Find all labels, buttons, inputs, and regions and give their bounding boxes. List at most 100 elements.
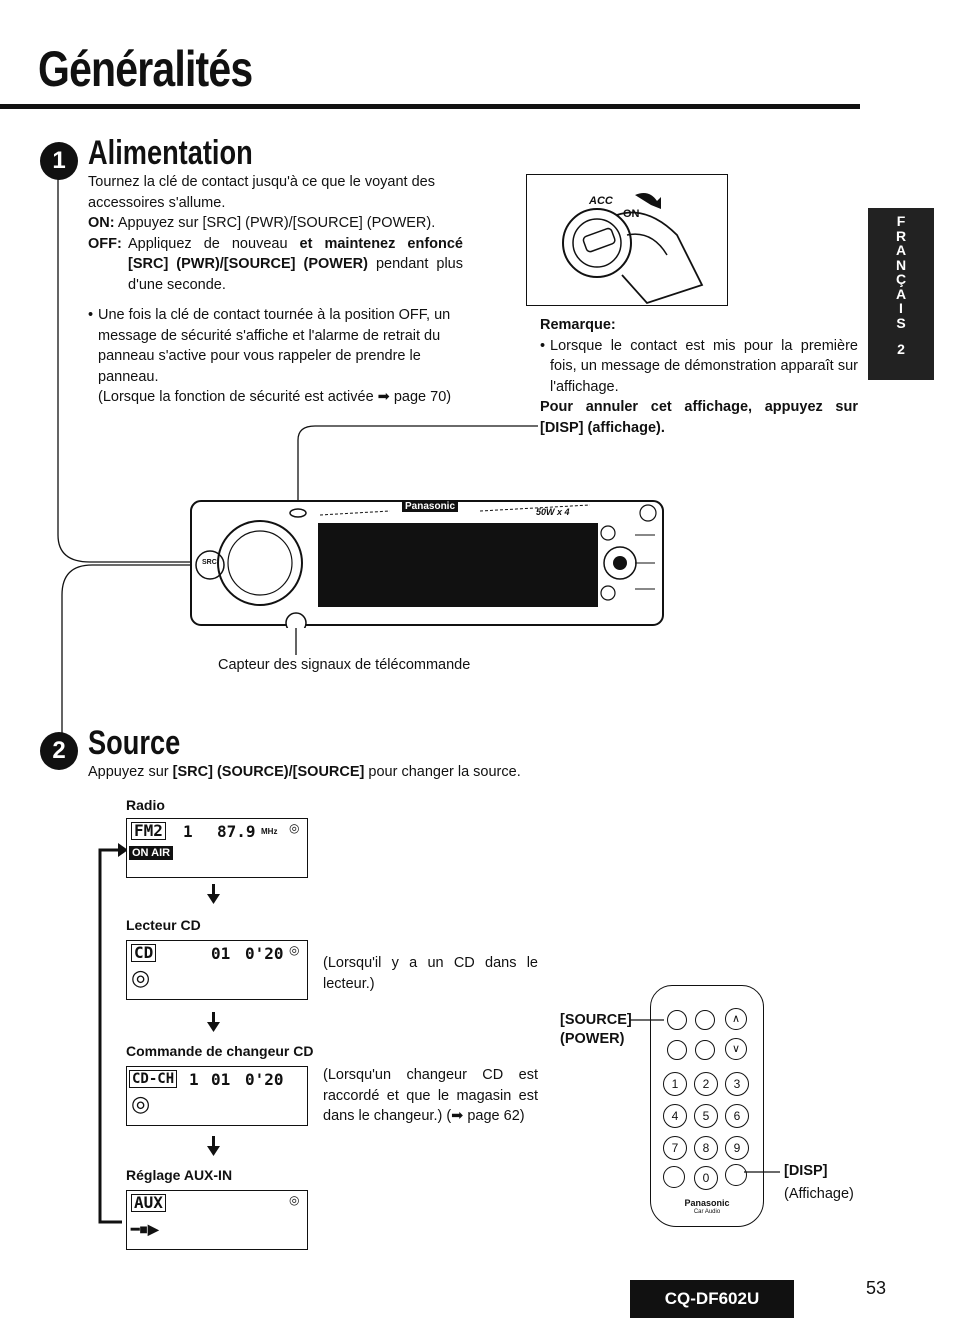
aux-display: AUX ━■▶ ◎ [126,1190,308,1250]
remote-sel-button [695,1010,715,1030]
off-instruction: OFF: Appliquez de nouveau et maintenez e… [88,234,463,296]
section-number-1: 1 [40,142,78,180]
remote-disp-button [725,1164,747,1186]
head-unit-illustration: Panasonic 50W x 4 SRC [190,495,665,628]
source-intro: Appuyez sur [SRC] (SOURCE)/[SOURCE] pour… [88,762,521,783]
cd-note: (Lorsqu'il y a un CD dans le lecteur.) [323,955,538,992]
remote-number-button [695,1040,715,1060]
changer-disc: 1 [189,1070,199,1089]
radio-preset: 1 [183,822,193,841]
radio-band: FM2 [131,822,166,840]
radio-label: Radio [126,797,165,813]
remote-brand: Panasonic [684,1198,730,1208]
acc-label: ACC [589,195,613,207]
cd-track: 01 [211,944,231,963]
language-tab-letter: S [896,314,906,331]
aux-label: Réglage AUX-IN [126,1167,233,1183]
radio-frequency: 87.9 [217,822,256,841]
remote-key: 2 [694,1072,718,1096]
remote-key: 4 [663,1104,687,1128]
cd-mode: CD [131,944,157,962]
off-label: OFF: [88,235,122,252]
remote-disp-label: [DISP] [784,1163,828,1179]
language-tab-letter: R [895,227,907,244]
remote-power-label: (POWER) [560,1031,625,1047]
language-tab-letter: I [899,300,903,316]
radio-unit: MHz [261,827,278,836]
head-unit-drawing [190,500,664,628]
remarque-bold: Pour annuler cet affichage, appuyez sur … [540,399,858,436]
security-text: Une fois la clé de contact tournée à la … [98,307,451,385]
off-text-2: pendant plus d'une seconde. [128,256,463,293]
source-intro-2: pour changer la source. [368,764,521,780]
ignition-key-icon [562,193,704,305]
remote-mute-button [667,1040,687,1060]
remarque-text: Lorsque le contact est mis pour la premi… [550,337,858,395]
remarque-bullet: • Lorsque le contact est mis pour la pre… [540,336,858,398]
language-tab-letter: N [895,256,907,273]
remote-key: 7 [663,1136,687,1160]
source-intro-bold: [SRC] (SOURCE)/[SOURCE] [172,764,365,780]
changer-display: CD-CH 1 01 0'20 ◎ [126,1066,308,1126]
remote-key: 8 [694,1136,718,1160]
alimentation-intro: Tournez la clé de contact jusqu'à ce que… [88,174,435,211]
clock-icon: ◎ [289,821,300,835]
language-tab-letter: A [895,285,907,302]
remote-key: 0 [694,1166,718,1190]
source-intro-1: Appuyez sur [88,764,169,780]
section-number-2: 2 [40,732,78,770]
language-tab-letter: F [896,213,906,229]
clock-icon: ◎ [289,943,300,957]
model-badge: CQ-DF602U [630,1280,794,1318]
remote-key: 3 [725,1072,749,1096]
language-tab-letter: A [895,242,907,258]
off-body: Appliquez de nouveau et maintenez enfonc… [128,234,463,296]
remote-key: 1 [663,1072,687,1096]
security-note: (Lorsque la fonction de sécurité est act… [98,389,452,405]
page-title: Généralités [38,41,253,97]
off-bold: et maintenez enfoncé [SRC] (PWR)/[SOURCE… [128,235,463,273]
remote-sensor-caption: Capteur des signaux de télécommande [218,657,471,673]
unit-power-label: 50W x 4 [536,507,570,517]
remote-down-button: ∨ [725,1038,747,1060]
clock-icon: ◎ [289,1193,300,1207]
remarque-block: Remarque: • Lorsque le contact est mis p… [540,315,858,438]
cd-label: Lecteur CD [126,917,201,933]
security-bullet: • Une fois la clé de contact tournée à l… [88,305,463,387]
on-text: Appuyez sur [SRC] (PWR)/[SOURCE] (POWER)… [117,215,436,231]
language-tab-letter: Ç [895,271,907,287]
on-air-badge: ON AIR [129,846,174,860]
cd-time: 0'20 [245,944,284,963]
remarque-label: Remarque: [540,317,616,333]
remote-band-button [663,1166,685,1188]
section-heading-alimentation: Alimentation [88,134,253,172]
unit-brand-logo: Panasonic [402,501,459,512]
on-label: ON: [88,215,115,231]
on-position-label: ON [623,208,640,220]
changer-mode: CD-CH [129,1070,178,1088]
changer-track: 01 [211,1070,231,1089]
section-heading-source: Source [88,724,181,762]
disc-icon: ◎ [131,1091,151,1116]
remote-source-label: [SOURCE] [560,1012,632,1028]
on-instruction: ON: Appuyez sur [SRC] (PWR)/[SOURCE] (PO… [88,213,463,234]
remote-source-button [667,1010,687,1030]
language-tab: F R A N Ç A I S 2 [868,208,934,380]
page-number: 53 [866,1278,887,1298]
remote-key: 5 [694,1104,718,1128]
bullet-icon: • [88,307,94,323]
remote-key: 6 [725,1104,749,1128]
plug-icon: ━■▶ [131,1221,159,1237]
ignition-illustration: ACC ON [526,174,728,306]
off-text-1: Appliquez de nouveau [128,235,288,252]
language-tab-number: 2 [897,341,905,357]
bullet-icon: • [540,337,546,354]
remote-brand-sub: Car Audio [693,1209,721,1215]
unit-src-button: SRC [202,559,217,566]
remote-control: ∧ ∨ 1 2 3 4 5 6 7 8 9 0 Panasonic Car Au… [650,985,764,1227]
changer-note: (Lorsqu'un changeur CD est raccordé et q… [323,1067,538,1124]
title-rule [0,104,860,109]
remote-disp-sublabel: (Affichage) [784,1186,854,1202]
